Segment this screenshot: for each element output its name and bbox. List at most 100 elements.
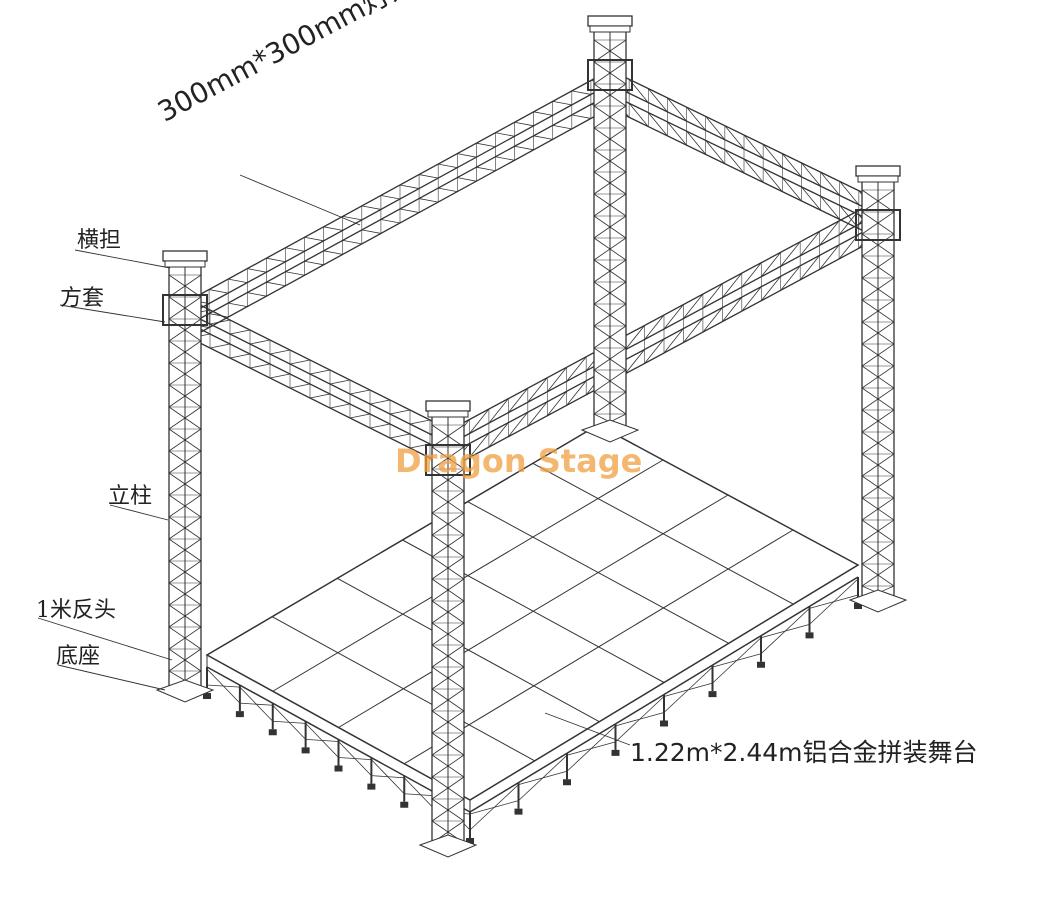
stage-brace [305, 738, 339, 742]
leader-line [544, 712, 631, 746]
truss-brace [369, 423, 391, 429]
truss-brace [304, 260, 324, 266]
tower-brace [431, 490, 465, 514]
stage-brace [760, 608, 810, 655]
tower-brace [861, 409, 895, 433]
tower-brace [431, 798, 465, 822]
stage-leg-foot [334, 765, 343, 772]
stage-brace [338, 757, 372, 761]
truss-brace [209, 289, 229, 294]
truss-brace [409, 419, 431, 425]
truss-brace [209, 319, 231, 325]
stage-platform [203, 424, 862, 844]
tower-brace [861, 343, 895, 367]
crossbar [427, 410, 469, 418]
truss-brace [349, 413, 371, 419]
truss-brace [799, 255, 820, 281]
square-sleeve [162, 294, 208, 326]
truss-brace [839, 181, 860, 205]
truss-brace [527, 377, 548, 403]
stage-leg-foot [203, 693, 211, 699]
truss-brace [705, 140, 726, 164]
truss-brace [309, 393, 331, 399]
tower-brace [861, 277, 895, 301]
truss-brace [743, 134, 764, 159]
truss-brace [389, 433, 411, 439]
crossbar [857, 175, 899, 183]
truss-brace [741, 262, 762, 288]
tower-brace [861, 365, 895, 389]
truss-brace [546, 391, 568, 416]
truss-brace [647, 88, 668, 113]
stage-brace [371, 775, 405, 779]
stage-brace [206, 684, 240, 688]
tower-brace [168, 648, 202, 672]
truss-brace [724, 149, 745, 174]
truss-brace [722, 272, 743, 298]
truss-brace [229, 353, 251, 359]
truss-brace [209, 313, 229, 318]
tower-brace [431, 666, 465, 690]
stage-leg-foot [660, 720, 668, 727]
truss-brace [571, 90, 591, 95]
tower-brace [431, 534, 465, 558]
truss-brace [457, 177, 477, 182]
truss-brace [269, 349, 291, 355]
tower-brace [431, 622, 465, 646]
stage-leg-foot [400, 801, 409, 808]
truss-brace [508, 387, 529, 413]
tower-brace [593, 39, 627, 63]
truss-brace [323, 250, 343, 255]
truss-brace [527, 401, 548, 427]
leader-line [57, 664, 166, 691]
tower-brace [431, 710, 465, 734]
stage-spec-label: 1.22m*2.44m铝合金拼装舞台 [630, 738, 978, 767]
tower-brace [593, 259, 627, 283]
crossbar [855, 165, 901, 177]
stage-grid-line [403, 529, 794, 765]
base-plate [848, 589, 908, 613]
truss-brace [266, 257, 286, 263]
truss-brace [495, 132, 515, 137]
truss-brace [781, 153, 802, 178]
stage-leg-foot [708, 691, 717, 698]
truss-brace [546, 367, 568, 392]
truss-brace [285, 271, 305, 276]
tower-brace [861, 255, 895, 279]
tower-brace [168, 582, 202, 606]
tower-brace [168, 516, 202, 540]
square-sleeve [587, 59, 633, 91]
truss-brace [419, 198, 439, 203]
truss-brace [514, 145, 534, 151]
stage-leg-foot [514, 808, 523, 815]
truss-brace [683, 293, 704, 319]
tower-brace [431, 578, 465, 602]
truss-brace [342, 239, 362, 245]
tower-brace [593, 303, 627, 327]
tower-brace [168, 318, 202, 342]
tower-brace [431, 644, 465, 668]
stage-brace [712, 637, 762, 684]
tower-brace [168, 604, 202, 628]
leader-line [59, 304, 166, 323]
truss-chord [189, 299, 451, 431]
tower-brace [861, 211, 895, 235]
truss-brace [323, 226, 343, 231]
tower-brace [861, 563, 895, 587]
truss-brace [399, 208, 420, 213]
stage-leg-foot [268, 729, 277, 736]
stage-brace [239, 702, 273, 706]
tower-brace [168, 538, 202, 562]
stage-brace [809, 578, 859, 625]
tower-brace [861, 189, 895, 213]
stage-brace [615, 696, 665, 743]
square-sleeve-label: 方套 [60, 286, 105, 311]
truss-brace [469, 408, 490, 434]
truss-brace [269, 373, 291, 379]
truss-brace [329, 379, 351, 385]
tower-brace [861, 321, 895, 345]
stage-brace [566, 725, 616, 772]
truss-brace [566, 356, 587, 382]
truss-brace [349, 389, 371, 395]
